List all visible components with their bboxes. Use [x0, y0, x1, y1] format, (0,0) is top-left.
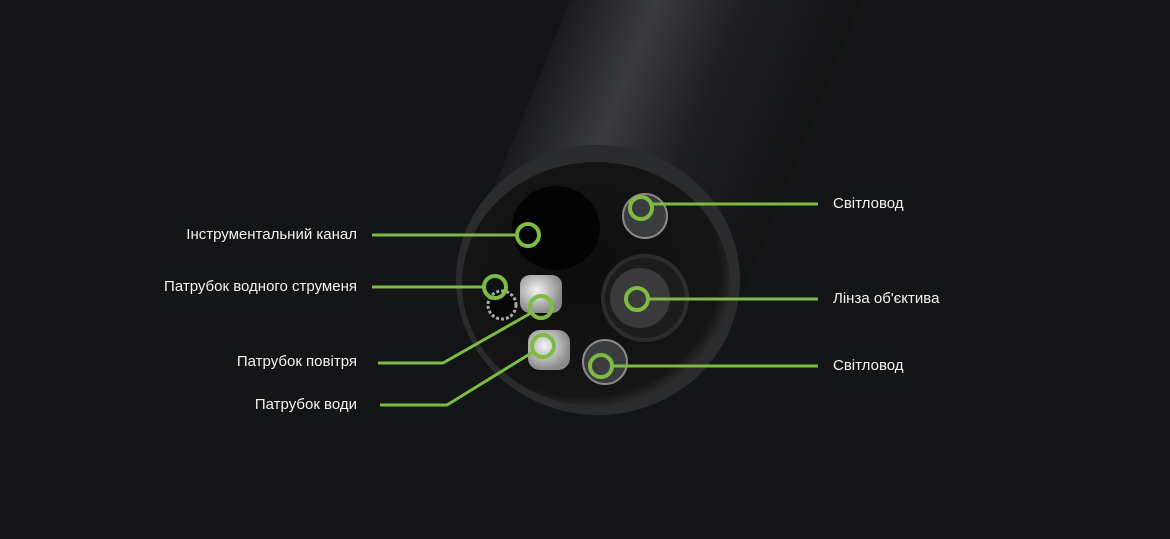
- objective-lens: [610, 268, 670, 328]
- label-water-nozzle: Патрубок води: [254, 396, 357, 413]
- marker-light-guide-top: [628, 195, 654, 221]
- water-nozzle-metal: [528, 330, 570, 370]
- marker-air: [528, 294, 554, 320]
- label-light-guide-top: Світловод: [833, 195, 904, 212]
- instrument-channel-hole: [512, 186, 600, 270]
- label-air-nozzle: Патрубок повітря: [236, 353, 357, 370]
- label-instrument-channel: Інструментальний канал: [186, 226, 357, 243]
- label-objective-lens: Лінза об'єктива: [833, 290, 940, 307]
- marker-water: [530, 333, 556, 359]
- callout-line-air: [378, 311, 532, 365]
- marker-light-guide-bottom: [588, 353, 614, 379]
- marker-instrument-channel: [515, 222, 541, 248]
- light-guide-top: [622, 193, 668, 239]
- callout-markers: [482, 195, 654, 379]
- marker-lens: [624, 286, 650, 312]
- callout-lines: [372, 202, 818, 407]
- label-light-guide-bottom: Світловод: [833, 357, 904, 374]
- marker-water-jet: [482, 274, 508, 300]
- label-water-jet-nozzle: Патрубок водного струменя: [164, 278, 357, 295]
- callout-line-water: [380, 350, 534, 407]
